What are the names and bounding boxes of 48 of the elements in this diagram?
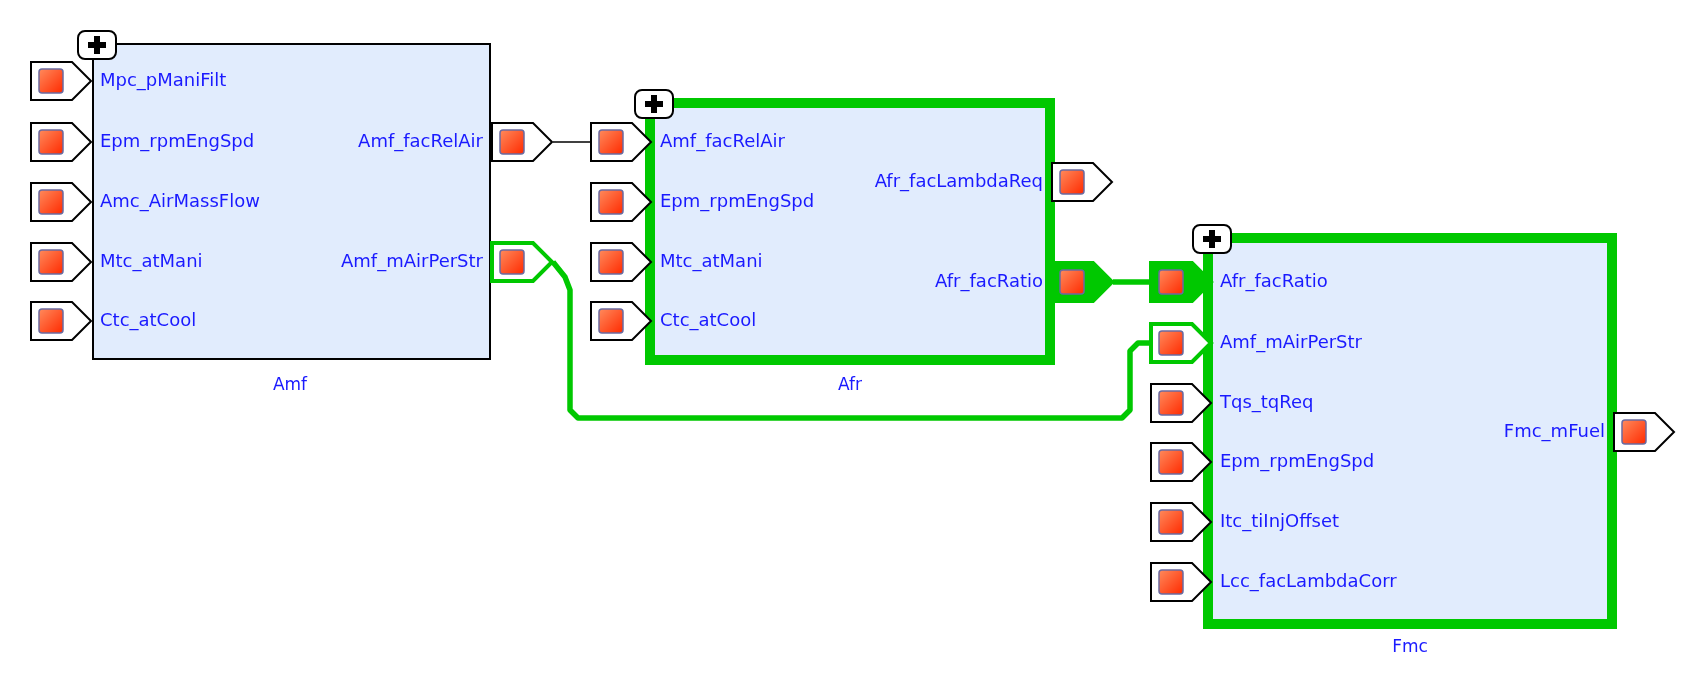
port-label: Ctc_atCool xyxy=(100,310,197,330)
input-port xyxy=(30,182,92,222)
port-label: Afr_facRatio xyxy=(1220,271,1328,291)
port-label: Afr_facLambdaReq xyxy=(874,171,1043,191)
function-block xyxy=(645,98,1055,365)
block-name: Fmc xyxy=(1392,636,1428,656)
block-name: Afr xyxy=(838,374,862,394)
port-label: Amc_AirMassFlow xyxy=(100,191,260,211)
input-port xyxy=(590,301,652,341)
output-port xyxy=(491,242,553,282)
port-label: Mpc_pManiFilt xyxy=(100,70,227,90)
port-label: Amf_mAirPerStr xyxy=(341,251,483,271)
input-port xyxy=(590,242,652,282)
input-port xyxy=(30,122,92,162)
input-port xyxy=(1150,383,1212,423)
port-label: Tqs_tqReq xyxy=(1220,392,1314,412)
connection-line xyxy=(1113,279,1150,285)
port-label: Lcc_facLambdaCorr xyxy=(1220,571,1397,591)
port-label: Epm_rpmEngSpd xyxy=(660,191,815,211)
port-label: Afr_facRatio xyxy=(935,271,1043,291)
connection-line xyxy=(550,260,1150,421)
input-port xyxy=(30,242,92,282)
input-port xyxy=(590,182,652,222)
port-label: Fmc_mFuel xyxy=(1503,421,1605,441)
port-label: Mtc_atMani xyxy=(100,251,203,271)
input-port xyxy=(1150,502,1212,542)
function-block xyxy=(92,43,491,360)
input-port xyxy=(1150,442,1212,482)
connection-line xyxy=(552,141,591,143)
output-port xyxy=(491,122,553,162)
input-port xyxy=(1150,323,1212,363)
output-port xyxy=(1613,412,1675,452)
port-label: Epm_rpmEngSpd xyxy=(100,131,255,151)
output-port xyxy=(1051,162,1113,202)
port-label: Amf_facRelAir xyxy=(358,131,483,151)
function-block xyxy=(1203,233,1617,629)
port-label: Epm_rpmEngSpd xyxy=(1220,451,1375,471)
port-label: Amf_facRelAir xyxy=(660,131,785,151)
input-port xyxy=(30,61,92,101)
input-port xyxy=(1150,262,1212,302)
block-name: Amf xyxy=(272,374,308,394)
port-label: Itc_tiInjOffset xyxy=(1220,511,1340,531)
input-port xyxy=(1150,562,1212,602)
input-port xyxy=(30,301,92,341)
input-port xyxy=(590,122,652,162)
port-label: Mtc_atMani xyxy=(660,251,763,271)
port-label: Amf_mAirPerStr xyxy=(1220,332,1362,352)
port-label: Ctc_atCool xyxy=(660,310,757,330)
